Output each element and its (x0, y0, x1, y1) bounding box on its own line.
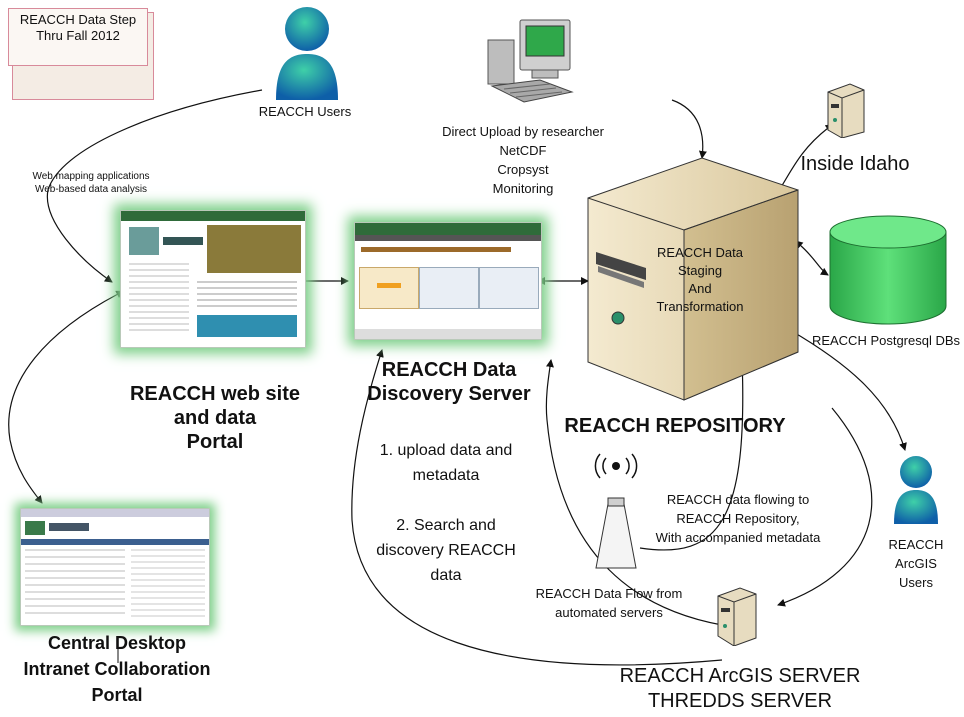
antenna-to-repo-arrow (639, 357, 747, 551)
postgres-database-icon (829, 215, 947, 325)
users-person-icon (276, 7, 338, 100)
flow-from-label: REACCH Data Flow from automated servers (535, 586, 683, 620)
discovery-screenshot (354, 222, 542, 340)
central-desktop-screenshot (20, 508, 210, 626)
arcgis-server-icon (717, 587, 757, 646)
discovery-loop-arrow (351, 349, 723, 666)
upload-sources-label: Direct Upload by researcher NetCDF Crops… (442, 124, 604, 196)
inside-idaho-label: Inside Idaho (800, 153, 910, 175)
users-label: REACCH Users (258, 104, 352, 119)
flowing-label: REACCH data flowing to REACCH Repository… (655, 492, 821, 545)
repository-label: REACCH REPOSITORY (564, 415, 786, 437)
computer-icon (487, 19, 574, 103)
users-to-portal-arrow (46, 89, 263, 283)
server-loop-arrow (545, 359, 723, 626)
arcgis-users-label: REACCH ArcGIS Users (888, 537, 944, 590)
postgres-label: REACCH Postgresql DBs (811, 333, 961, 348)
upload-arrow (671, 99, 707, 159)
note-text: REACCH Data Step Thru Fall 2012 (8, 8, 148, 66)
web-portal-screenshot (120, 210, 306, 348)
arcgis-users-person-icon (894, 456, 938, 524)
web-notes-label: Web mapping applications Web-based data … (32, 171, 150, 195)
note-box: REACCH Data Step Thru Fall 2012 (8, 8, 154, 100)
portal-central-arrow (8, 290, 125, 504)
antenna-icon (594, 453, 638, 569)
staging-label: REACCH Data Staging And Transformation (656, 245, 744, 314)
web-portal-label: REACCH web site and data Portal (129, 383, 301, 453)
arcgis-server-arrow (777, 407, 873, 607)
inside-idaho-server-icon (827, 83, 865, 138)
discovery-label: REACCH Data Discovery Server (367, 359, 531, 405)
repository-server-icon (587, 157, 799, 401)
steps-label: 1. upload data and metadata 2. Search an… (376, 442, 516, 584)
arcgis-users-arrow (783, 326, 907, 451)
central-label: Central Desktop Intranet Collaboration P… (23, 633, 211, 705)
postgres-arrow (794, 240, 829, 276)
arcgis-server-label: REACCH ArcGIS SERVER THREDDS SERVER (619, 665, 861, 712)
